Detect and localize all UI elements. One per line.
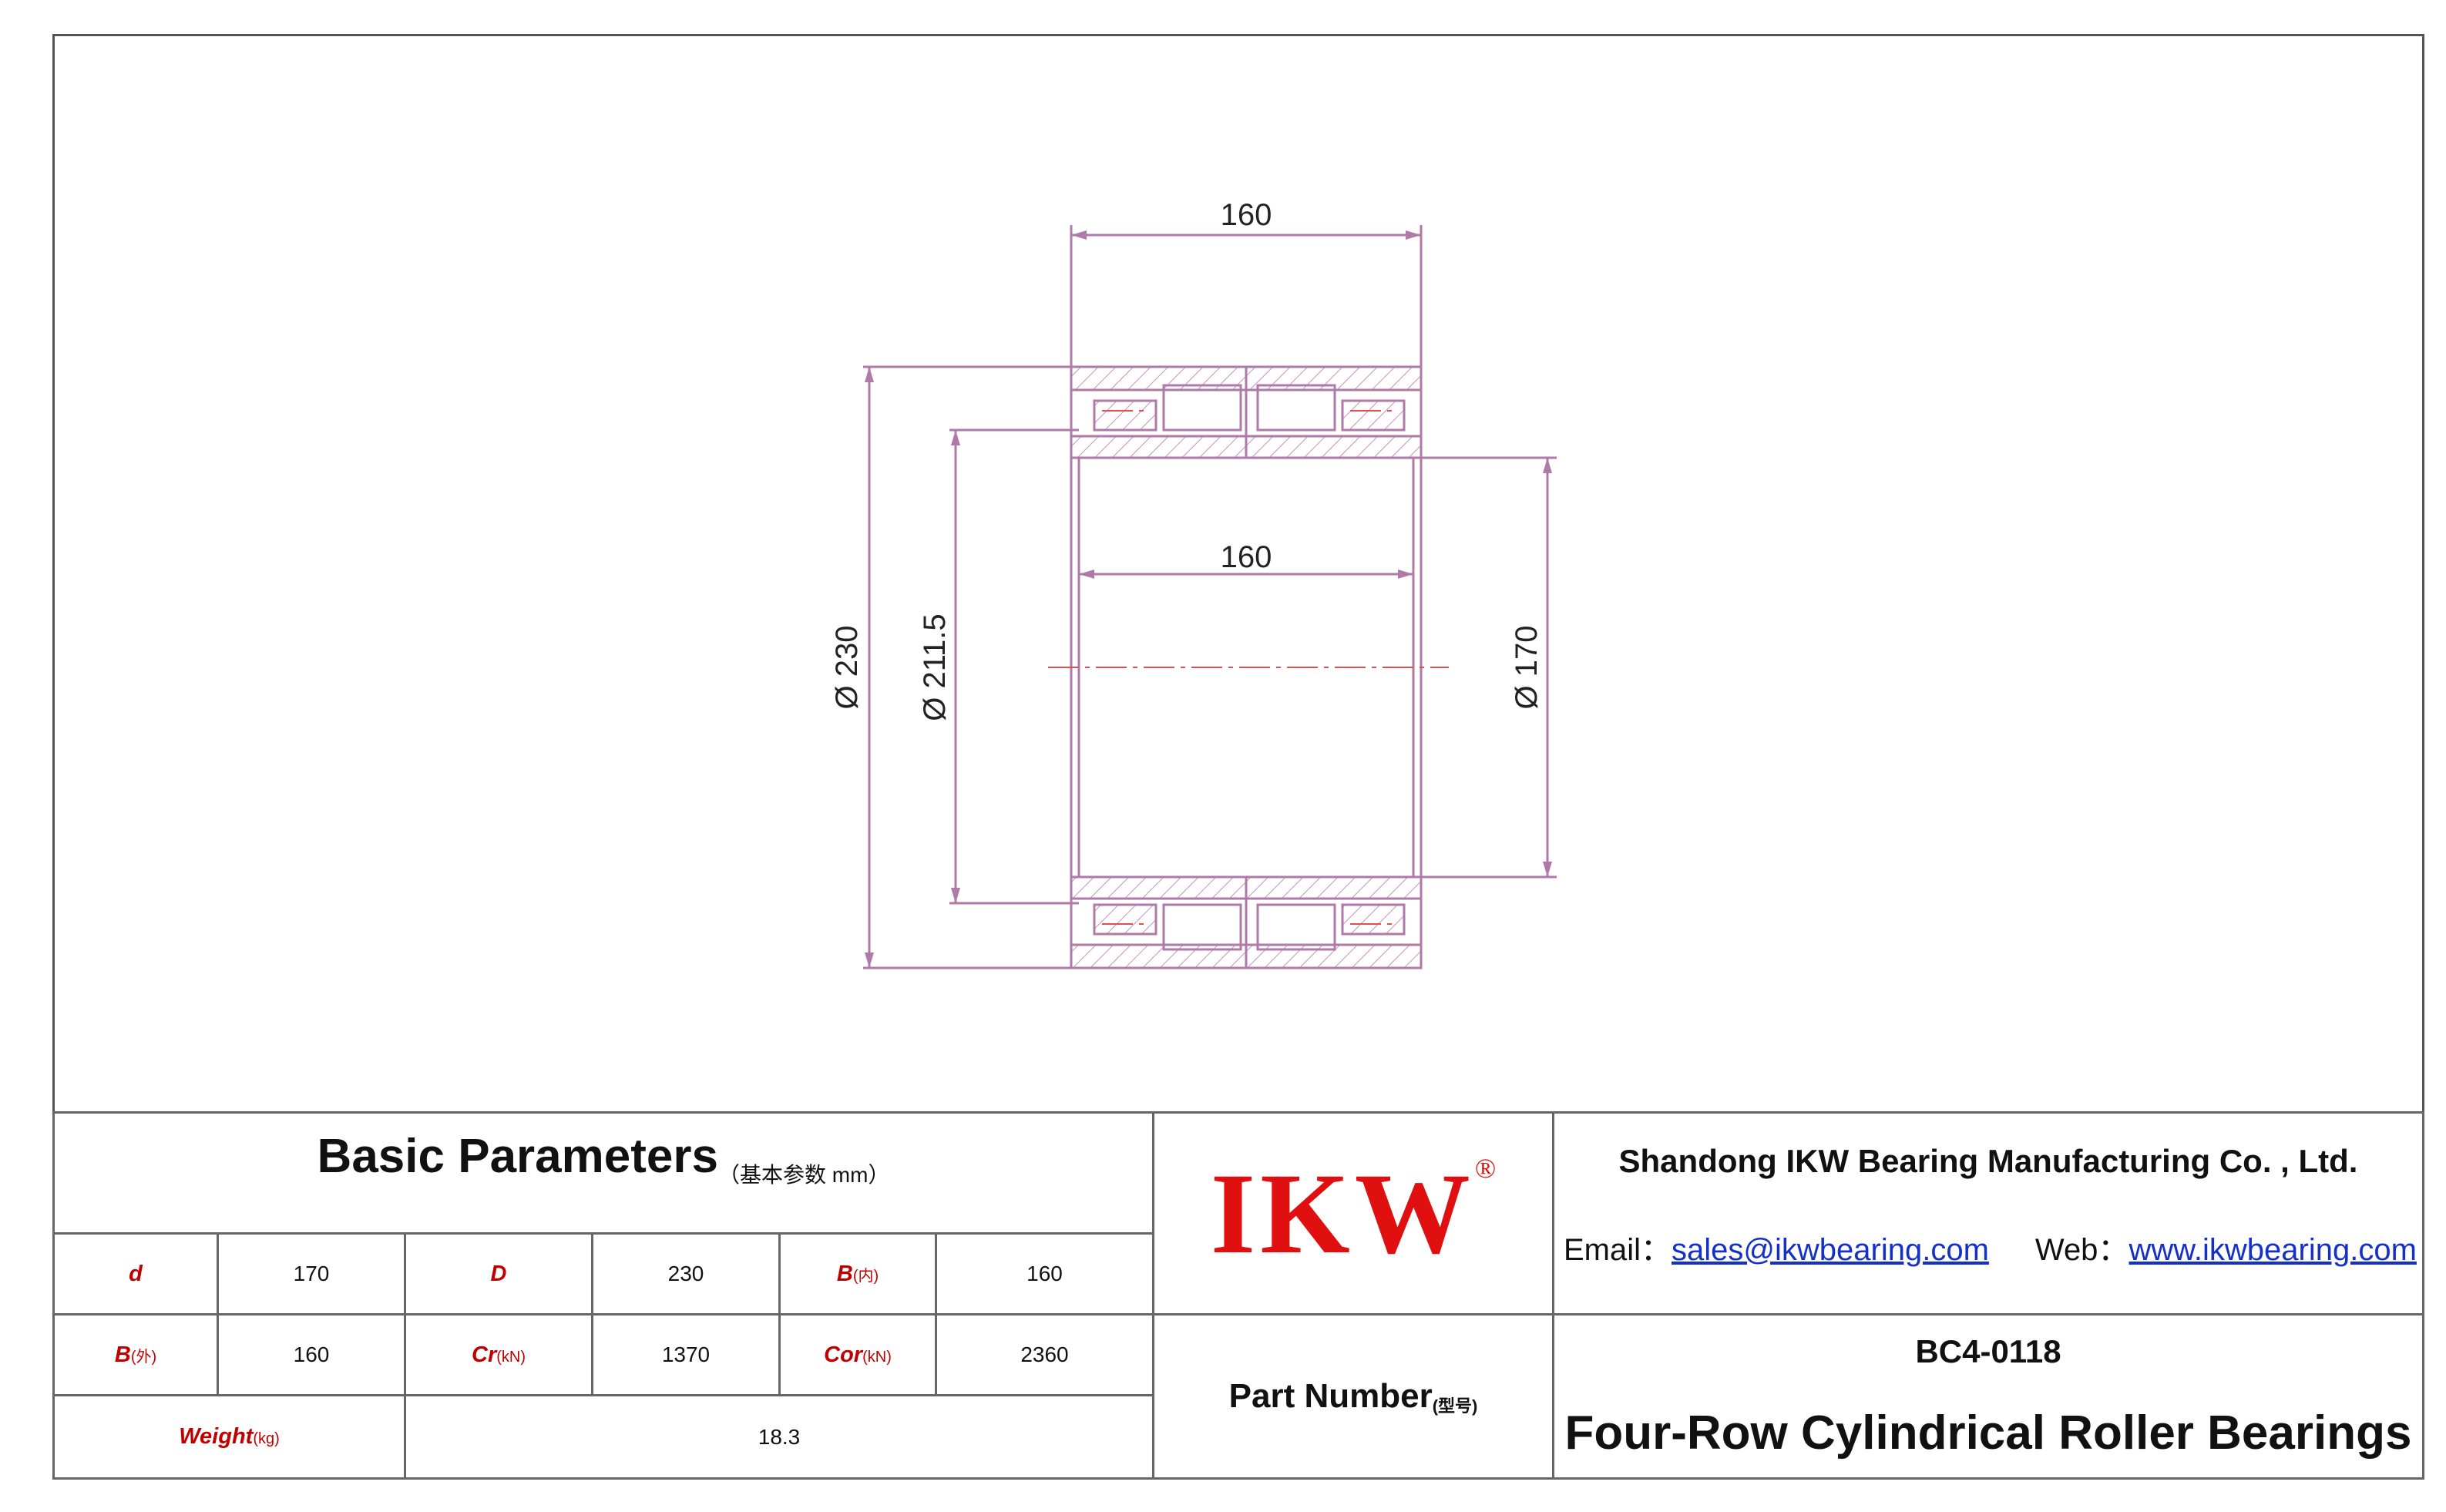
product-name: Four-Row Cylindrical Roller Bearings: [1564, 1406, 2412, 1460]
product-code: BC4-0118: [1915, 1332, 2061, 1369]
ikw-logo: IKW: [1210, 1149, 1475, 1278]
value-d: 170: [217, 1232, 406, 1315]
dim-bore-diameter: Ø 170: [1510, 626, 1544, 710]
cage-2: [1256, 384, 1336, 432]
dim-width-top: 160: [1221, 198, 1272, 232]
label-D: D: [404, 1232, 593, 1315]
roller-4: [1341, 903, 1406, 936]
dim-outer-diameter: Ø 230: [830, 626, 864, 710]
label-B-outer: B(外): [52, 1313, 219, 1396]
cage-4: [1256, 903, 1336, 951]
cage-3: [1162, 903, 1242, 951]
title-block: Basic Parameters （基本参数 mm） d 170 D 230 B…: [52, 1111, 2424, 1480]
email-label: Email：: [1564, 1233, 1672, 1267]
part-number-label: Part Number: [1228, 1377, 1433, 1415]
label-weight: Weight(kg): [52, 1394, 406, 1480]
part-number-cell: Part Number (型号): [1152, 1313, 1554, 1480]
value-B-inner: 160: [935, 1232, 1154, 1315]
label-Cr: Cr(kN): [404, 1313, 593, 1396]
dim-raceway-diameter: Ø 211.5: [918, 613, 952, 721]
contact-line: Email：sales@ikwbearing.com Web：www.ikwbea…: [1554, 1225, 2422, 1269]
value-D: 230: [591, 1232, 781, 1315]
label-Cor: Cor(kN): [778, 1313, 937, 1396]
registered-mark: ®: [1474, 1153, 1497, 1184]
dim-width-mid: 160: [1221, 540, 1272, 574]
value-Cor: 2360: [935, 1313, 1154, 1396]
label-B-inner: B(内): [778, 1232, 937, 1315]
web-label: Web：: [2034, 1233, 2129, 1267]
label-d: d: [52, 1232, 219, 1315]
roller-1: [1093, 399, 1157, 432]
roller-2: [1341, 399, 1406, 432]
value-Cr: 1370: [591, 1313, 781, 1396]
cage-1: [1162, 384, 1242, 432]
bearing-drawing: 160 160 Ø 230 Ø 211.5 Ø 170: [830, 198, 1557, 969]
product-cell: BC4-0118 Four-Row Cylindrical Roller Bea…: [1552, 1313, 2424, 1480]
company-cell: Shandong IKW Bearing Manufacturing Co. ,…: [1552, 1111, 2424, 1315]
web-link[interactable]: www.ikwbearing.com: [2128, 1233, 2417, 1267]
value-B-outer: 160: [217, 1313, 406, 1396]
params-header: Basic Parameters （基本参数 mm）: [52, 1111, 1154, 1235]
roller-3: [1093, 903, 1157, 936]
part-number-sub: (型号): [1432, 1396, 1478, 1416]
logo-cell: IKW ®: [1152, 1111, 1554, 1315]
company-name: Shandong IKW Bearing Manufacturing Co. ,…: [1618, 1143, 2358, 1179]
params-title: Basic Parameters: [317, 1130, 719, 1183]
email-link[interactable]: sales@ikwbearing.com: [1672, 1233, 1989, 1267]
params-subtitle: （基本参数 mm）: [718, 1163, 890, 1187]
value-weight: 18.3: [404, 1394, 1154, 1480]
